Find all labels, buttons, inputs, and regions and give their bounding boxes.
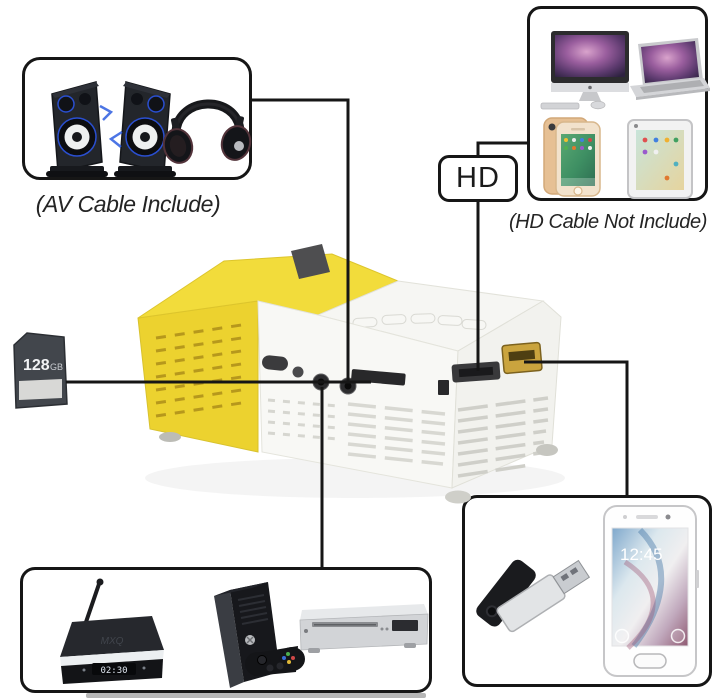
macbook-icon: [630, 38, 710, 100]
switch: [438, 380, 449, 395]
hd-port-label: HD: [438, 155, 518, 202]
console-vents: [237, 594, 269, 625]
smartphone-icon: 12:45: [603, 505, 699, 677]
tv-box-clock: 02:30: [100, 666, 127, 676]
usb-port: [501, 341, 543, 375]
headphones-icon: [162, 99, 252, 164]
foot: [159, 432, 181, 442]
iphone-icon: [543, 117, 601, 197]
dvd-player-icon: [299, 604, 429, 653]
ipad-icon: [627, 119, 693, 199]
speaker-right: [114, 81, 176, 177]
phone-clock: 12:45: [620, 545, 663, 564]
app-icons: [564, 138, 592, 150]
av-box-connector-line: [252, 98, 350, 382]
sd-capacity-label: 128: [23, 357, 50, 374]
sd-unit-label: GB: [50, 362, 63, 372]
antenna: [84, 582, 101, 624]
speakers-icon: [46, 81, 176, 177]
tv-box-brand: MXQ: [101, 636, 124, 647]
foot: [445, 490, 471, 504]
hd-devices-connector-line: [476, 141, 527, 157]
ir-sensor: [292, 366, 304, 378]
sd-label-strip: [19, 379, 62, 400]
sd-card-icon: 128 GB: [13, 332, 68, 409]
usb-drive-icon: [476, 559, 591, 633]
audio-waves: [99, 104, 123, 148]
foot: [536, 444, 558, 456]
mini-projector: [137, 244, 565, 504]
imac-icon: [540, 31, 629, 110]
av-cable-caption: (AV Cable Include): [35, 191, 221, 217]
front-vent-holes: [267, 398, 339, 441]
hdmi-port: [451, 361, 501, 383]
connector-lines: [66, 98, 629, 568]
ground-shadow: [86, 693, 426, 698]
usb-connector-line: [524, 360, 629, 496]
game-console-icon: [214, 582, 305, 688]
tv-box-icon: MXQ 02:30: [60, 578, 164, 684]
hd-cable-caption: (HD Cable Not Include): [509, 211, 707, 233]
front-vent-slats: [347, 402, 446, 466]
power-port: [262, 355, 288, 371]
right-vent-slats: [457, 396, 549, 478]
app-icons: [642, 137, 679, 181]
controller: [245, 646, 305, 676]
focus-flap: [291, 244, 330, 279]
speaker-left: [46, 81, 108, 177]
